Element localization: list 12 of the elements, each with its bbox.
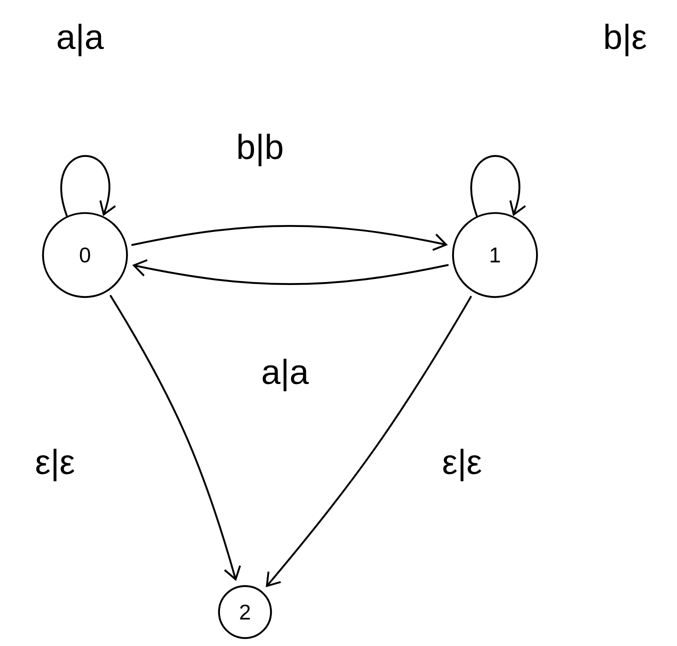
arrow <box>266 296 472 588</box>
arrow <box>131 224 448 251</box>
edge-label: ε|ε <box>443 448 482 482</box>
arrow <box>110 294 241 581</box>
edge-label: b|b <box>238 134 282 166</box>
edge-label: a|a <box>58 24 104 56</box>
edge-label: a|a <box>262 358 309 392</box>
edge-label: ε|ε <box>36 448 74 482</box>
arrow <box>132 259 449 286</box>
edge-label: b|ε <box>605 24 646 56</box>
self-loop-arrow <box>470 155 526 218</box>
self-loop-arrow <box>60 155 116 218</box>
